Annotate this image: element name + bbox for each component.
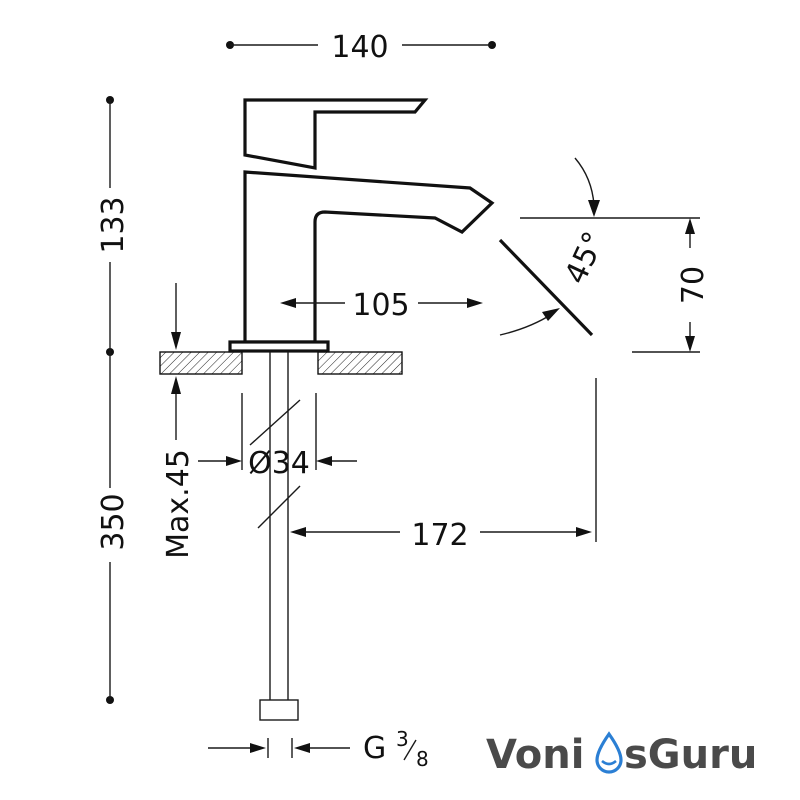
dimension-label-45deg: 45° xyxy=(558,226,612,289)
dimension-hole-34: Ø34 xyxy=(198,393,357,481)
dimension-drop-70: 70 xyxy=(676,218,711,352)
logo-text-part2: sGuru xyxy=(624,732,757,778)
spout-angle-detail: 45° xyxy=(498,157,700,353)
faucet-body xyxy=(228,98,495,353)
dimension-label-350: 350 xyxy=(96,493,131,550)
base-flange xyxy=(228,340,330,353)
dimension-label-172: 172 xyxy=(411,518,468,553)
dimension-max-45: Max.45 xyxy=(161,283,196,559)
spout-body xyxy=(243,170,495,344)
logo-text-part1: Voni xyxy=(486,732,584,778)
dimension-label-105: 105 xyxy=(352,288,409,323)
dimension-label-d34: Ø34 xyxy=(248,446,310,481)
thread-fraction-numerator: 3 xyxy=(396,727,409,751)
lever-handle xyxy=(243,98,429,170)
dimension-height-350: 350 xyxy=(96,352,131,704)
dimension-label-140: 140 xyxy=(331,30,388,65)
water-drop-icon xyxy=(595,731,623,774)
dimension-label-max45: Max.45 xyxy=(161,449,196,559)
countertop xyxy=(159,351,403,375)
thread-label-g: G xyxy=(363,731,386,766)
thread-fraction-denominator: 8 xyxy=(416,747,429,771)
dimension-offset-172: 172 xyxy=(290,378,597,553)
dimension-height-133: 133 xyxy=(96,96,131,356)
pipe-connector xyxy=(259,699,299,721)
dimension-width-140: 140 xyxy=(226,30,496,65)
dimension-reach-105: 105 xyxy=(280,288,483,323)
dimension-label-70: 70 xyxy=(676,266,711,304)
supply-pipe xyxy=(249,352,301,721)
dimension-thread-g38: G 3 8 xyxy=(208,727,429,771)
vonios-guru-logo: Voni sGuru xyxy=(486,731,757,778)
dimension-label-133: 133 xyxy=(96,196,131,253)
